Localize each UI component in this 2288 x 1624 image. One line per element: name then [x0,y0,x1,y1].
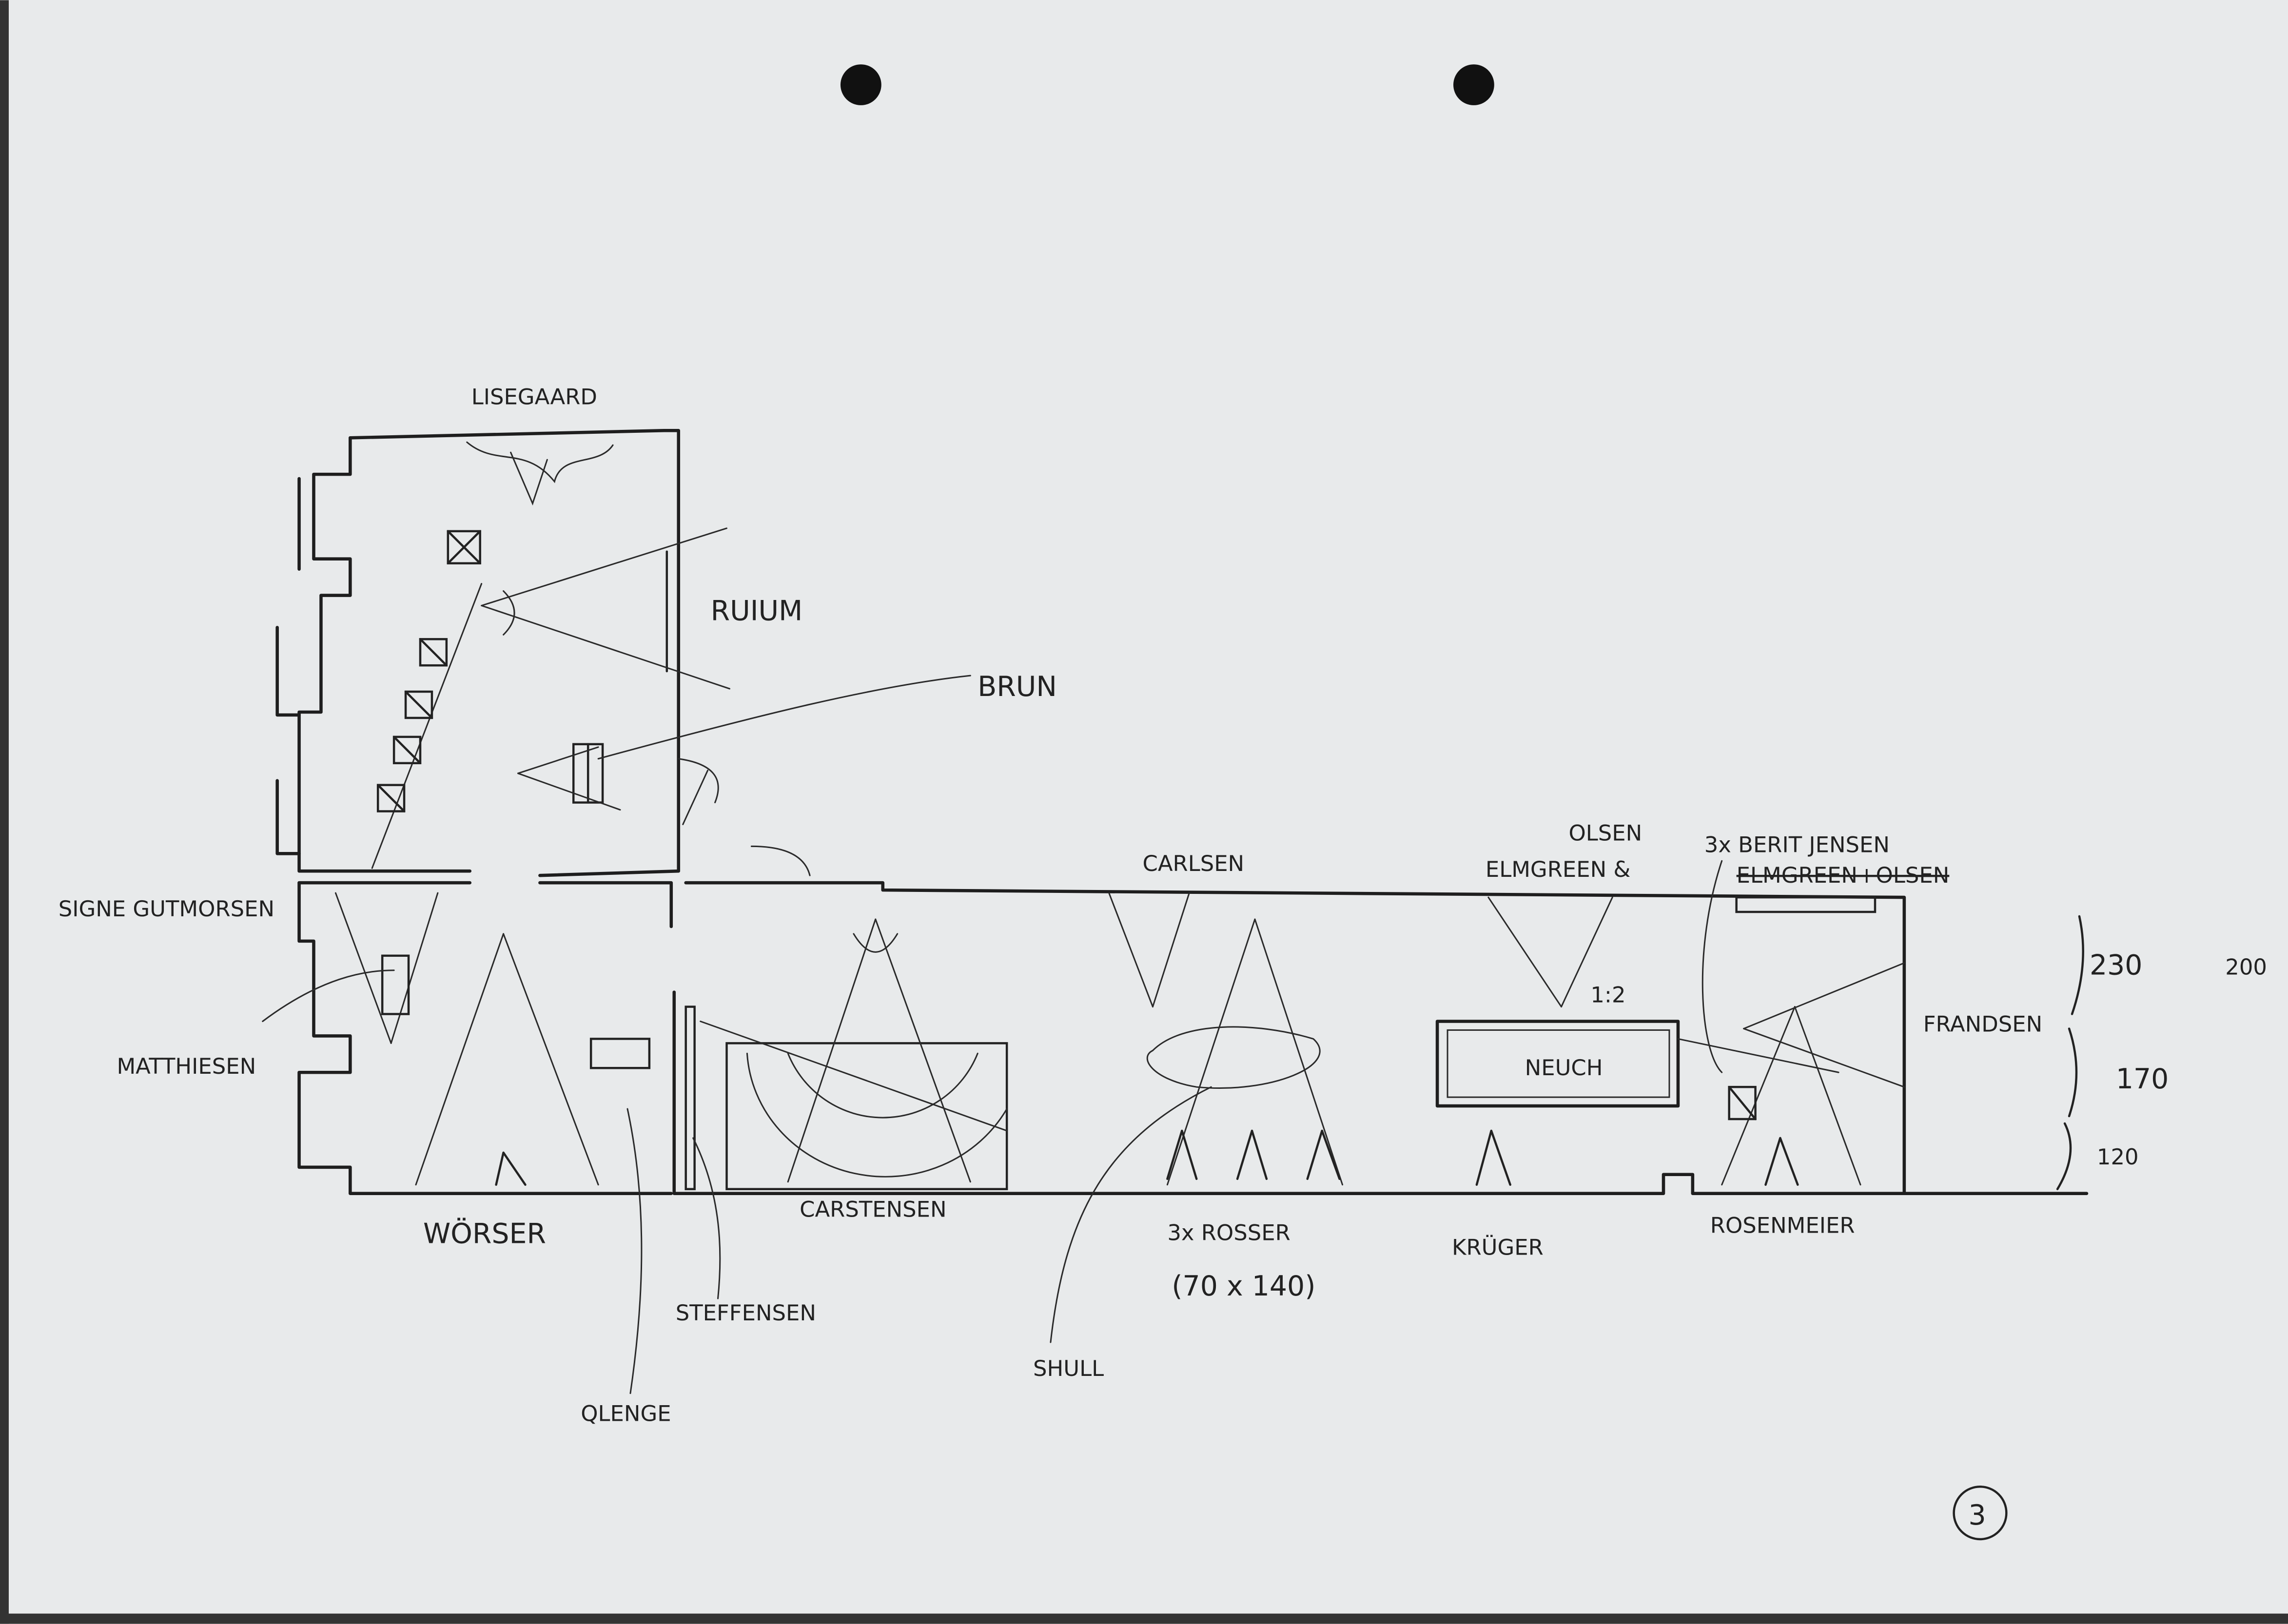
page-number: 3 [1969,1499,1986,1531]
label-worser: WÖRSER [423,1217,546,1250]
label-brun: BRUN [978,671,1057,703]
labels: LISEGAARD RUIUM BRUN SIGNE GUTMORSEN MAT… [59,384,2267,1541]
dimension-bottom: 120 [2097,1144,2139,1170]
label-carlsen: CARLSEN [1143,851,1245,876]
label-matthiesen: MATTHIESEN [117,1053,256,1079]
punch-hole [1453,64,1494,105]
label-lisegaard: LISEGAARD [471,384,597,409]
label-ruium: RUIUM [711,595,803,627]
label-steffensen: STEFFENSEN [676,1300,816,1326]
label-carstensen: CARSTENSEN [800,1197,946,1222]
label-olsen: OLSEN [1568,820,1642,846]
label-struck-out: ELMGREEN+OLSEN [1737,862,1950,888]
label-signe: SIGNE GUTMORSEN [59,896,274,922]
page-number-circle [1953,1486,2008,1541]
label-rosenmeier: ROSENMEIER [1710,1212,1855,1238]
label-neuch: NEUCH [1525,1055,1603,1081]
dimension-top-alt: 200 [2225,954,2267,980]
label-frandsen: FRANDSEN [1923,1011,2042,1037]
label-shull: SHULL [1033,1355,1104,1381]
gallery-hall-walls [262,845,2089,1394]
label-elmgreen: ELMGREEN & [1486,856,1631,882]
dimension-mid: 170 [2116,1063,2169,1095]
label-kruger: KRÜGER [1452,1234,1544,1260]
label-qlenge: QLENGE [581,1401,671,1427]
label-scale: 1:2 [1590,982,1625,1008]
label-berit: 3x BERIT JENSEN [1704,831,1890,857]
label-rosser-size: (70 x 140) [1172,1270,1315,1302]
label-rosser: 3x ROSSER [1167,1219,1290,1245]
scan-edge [0,0,9,1624]
punch-hole [840,64,881,105]
dimension-top: 230 [2090,949,2143,982]
upper-room-walls [275,429,971,877]
